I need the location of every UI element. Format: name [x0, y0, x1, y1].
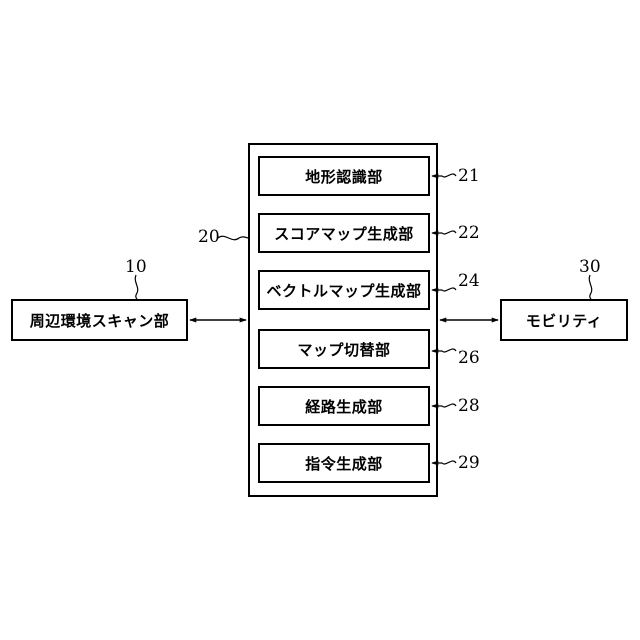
leader-20 [218, 236, 248, 239]
vector-map-generation-box: ベクトルマップ生成部 [258, 270, 430, 310]
mobility-label: モビリティ [526, 310, 603, 331]
score-map-generation-box: スコアマップ生成部 [258, 213, 430, 253]
module-label: マップ切替部 [297, 339, 390, 360]
terrain-recognition-box: 地形認識部 [258, 156, 430, 196]
ref-10: 10 [125, 259, 147, 276]
leader-30 [589, 275, 592, 299]
module-label: ベクトルマップ生成部 [266, 280, 421, 301]
surrounding-scan-unit-label: 周辺環境スキャン部 [30, 310, 170, 331]
ref-22: 22 [458, 225, 480, 242]
ref-29: 29 [458, 455, 480, 472]
ref-20: 20 [198, 229, 220, 246]
module-label: スコアマップ生成部 [274, 223, 414, 244]
command-generation-box: 指令生成部 [258, 443, 430, 483]
module-label: 経路生成部 [305, 396, 383, 417]
ref-30: 30 [579, 259, 601, 276]
ref-28: 28 [458, 398, 480, 415]
ref-21: 21 [458, 168, 480, 185]
mobility-box: モビリティ [500, 299, 628, 341]
ref-24: 24 [458, 273, 480, 290]
surrounding-scan-unit-box: 周辺環境スキャン部 [11, 299, 188, 341]
ref-26: 26 [458, 350, 480, 367]
module-label: 地形認識部 [305, 166, 383, 187]
leader-10 [135, 275, 138, 299]
map-switching-box: マップ切替部 [258, 329, 430, 369]
module-label: 指令生成部 [305, 453, 383, 474]
route-generation-box: 経路生成部 [258, 386, 430, 426]
